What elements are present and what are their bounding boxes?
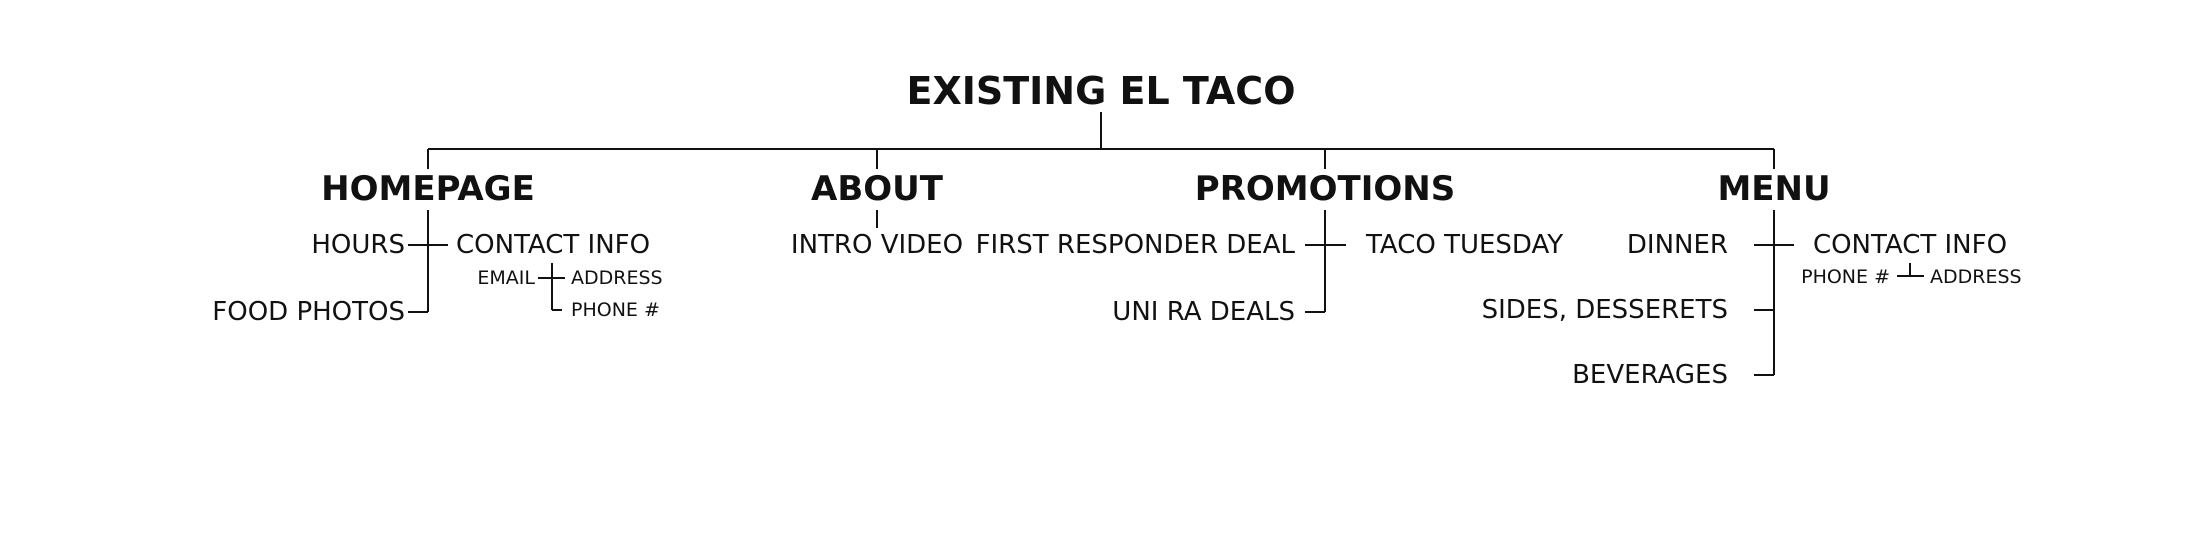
node-beverages: BEVERAGES — [1572, 360, 1728, 390]
node-uni-ra-deals: UNI RA DEALS — [1112, 297, 1295, 327]
node-intro-video: INTRO VIDEO — [790, 230, 964, 260]
node-taco-tuesday: TACO TUESDAY — [1366, 230, 1564, 260]
node-homepage: HOMEPAGE — [321, 169, 535, 209]
node-menu-phone: PHONE # — [1801, 266, 1890, 288]
node-sides-desserts: SIDES, DESSERETS — [1481, 295, 1728, 325]
node-about: ABOUT — [811, 169, 943, 209]
diagram-title: EXISTING EL TACO — [906, 69, 1296, 113]
node-hours: HOURS — [311, 230, 405, 260]
node-homepage-phone: PHONE # — [571, 299, 660, 321]
node-first-responder-deal: FIRST RESPONDER DEAL — [975, 230, 1295, 260]
node-homepage-contact-info: CONTACT INFO — [456, 230, 651, 260]
node-menu-address: ADDRESS — [1930, 266, 2022, 288]
node-menu: MENU — [1717, 169, 1831, 209]
node-food-photos: FOOD PHOTOS — [212, 297, 405, 327]
node-promotions: PROMOTIONS — [1194, 169, 1456, 209]
node-email: EMAIL — [477, 267, 535, 289]
node-dinner: DINNER — [1626, 230, 1728, 260]
node-homepage-address: ADDRESS — [571, 267, 663, 289]
node-menu-contact-info: CONTACT INFO — [1812, 230, 2008, 260]
